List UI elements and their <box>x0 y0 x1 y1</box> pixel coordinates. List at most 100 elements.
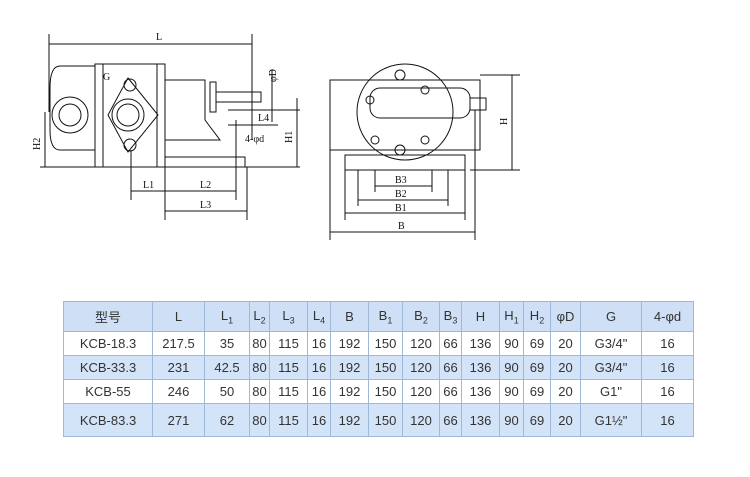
table-cell: 90 <box>499 403 524 437</box>
table-cell: G3/4" <box>580 355 642 380</box>
label-L1: L1 <box>143 180 154 191</box>
column-header: H <box>461 301 500 332</box>
table-cell: 90 <box>499 331 524 356</box>
table-cell: 62 <box>204 403 250 437</box>
table-cell: 271 <box>152 403 205 437</box>
table-cell: 192 <box>330 379 369 404</box>
label-B3: B3 <box>395 175 407 186</box>
table-cell: 16 <box>641 331 694 356</box>
table-cell: 20 <box>550 379 581 404</box>
table-cell: 80 <box>249 355 270 380</box>
label-H1: H1 <box>284 131 295 143</box>
column-header: B3 <box>439 301 462 332</box>
column-header: 4-φd <box>641 301 694 332</box>
label-L4: L4 <box>258 113 269 124</box>
label-H2: H2 <box>32 138 43 150</box>
table-cell: 69 <box>523 331 551 356</box>
table-cell: 66 <box>439 331 462 356</box>
table-cell: 42.5 <box>204 355 250 380</box>
table-cell: 16 <box>641 403 694 437</box>
table-cell: 136 <box>461 403 500 437</box>
column-header: G <box>580 301 642 332</box>
table-cell: 192 <box>330 403 369 437</box>
table-cell: 192 <box>330 355 369 380</box>
table-cell: 16 <box>307 331 331 356</box>
table-cell: 115 <box>269 379 308 404</box>
label-4-phid: 4-φd <box>245 134 264 145</box>
column-header: B1 <box>368 301 403 332</box>
table-cell: G1" <box>580 379 642 404</box>
front-view <box>329 63 520 240</box>
table-cell: 80 <box>249 403 270 437</box>
table-cell: 150 <box>368 403 403 437</box>
table-cell: 16 <box>641 379 694 404</box>
column-header: 型号 <box>63 301 153 332</box>
column-header: L1 <box>204 301 250 332</box>
column-header: B <box>330 301 369 332</box>
table-cell: 35 <box>204 331 250 356</box>
table-cell: 16 <box>641 355 694 380</box>
column-header: L4 <box>307 301 331 332</box>
table-cell: 66 <box>439 379 462 404</box>
table-cell: 20 <box>550 403 581 437</box>
table-cell: 66 <box>439 403 462 437</box>
table-cell: 136 <box>461 379 500 404</box>
table-cell: 150 <box>368 379 403 404</box>
column-header: φD <box>550 301 581 332</box>
label-G: G <box>103 72 110 83</box>
table-cell: 120 <box>402 331 440 356</box>
column-header: H1 <box>499 301 524 332</box>
label-L: L <box>156 32 162 43</box>
table-cell: 120 <box>402 403 440 437</box>
table-cell: 217.5 <box>152 331 205 356</box>
label-phiD: φD <box>268 69 279 82</box>
label-B1: B1 <box>395 203 407 214</box>
table-cell: 90 <box>499 355 524 380</box>
table-cell: 80 <box>249 331 270 356</box>
table-cell: 136 <box>461 331 500 356</box>
table-cell: 20 <box>550 355 581 380</box>
table-cell: 69 <box>523 403 551 437</box>
table-cell: 115 <box>269 403 308 437</box>
table-cell: 69 <box>523 355 551 380</box>
column-header: L <box>152 301 205 332</box>
table-cell: 16 <box>307 355 331 380</box>
column-header: H2 <box>523 301 551 332</box>
column-header: L2 <box>249 301 270 332</box>
table-cell: KCB-33.3 <box>63 355 153 380</box>
table-cell: KCB-83.3 <box>63 403 153 437</box>
table-cell: 115 <box>269 331 308 356</box>
table-cell: 120 <box>402 379 440 404</box>
side-view <box>40 34 300 220</box>
table-cell: 150 <box>368 331 403 356</box>
table-cell: KCB-18.3 <box>63 331 153 356</box>
column-header: B2 <box>402 301 440 332</box>
table-cell: 115 <box>269 355 308 380</box>
label-B: B <box>398 221 405 232</box>
table-cell: 150 <box>368 355 403 380</box>
table-cell: 16 <box>307 379 331 404</box>
table-cell: 16 <box>307 403 331 437</box>
table-cell: 50 <box>204 379 250 404</box>
label-B2: B2 <box>395 189 407 200</box>
table-cell: 90 <box>499 379 524 404</box>
table-cell: 120 <box>402 355 440 380</box>
table-cell: 69 <box>523 379 551 404</box>
label-L3: L3 <box>200 200 211 211</box>
label-H: H <box>499 118 510 125</box>
column-header: L3 <box>269 301 308 332</box>
table-cell: 20 <box>550 331 581 356</box>
table-cell: 192 <box>330 331 369 356</box>
table-cell: 246 <box>152 379 205 404</box>
table-cell: G1½" <box>580 403 642 437</box>
table-cell: 66 <box>439 355 462 380</box>
pump-dimension-drawing: L G φD L4 4-φd H1 H2 L1 L2 L3 H B3 B2 B1… <box>32 32 520 240</box>
table-cell: 80 <box>249 379 270 404</box>
table-cell: G3/4" <box>580 331 642 356</box>
